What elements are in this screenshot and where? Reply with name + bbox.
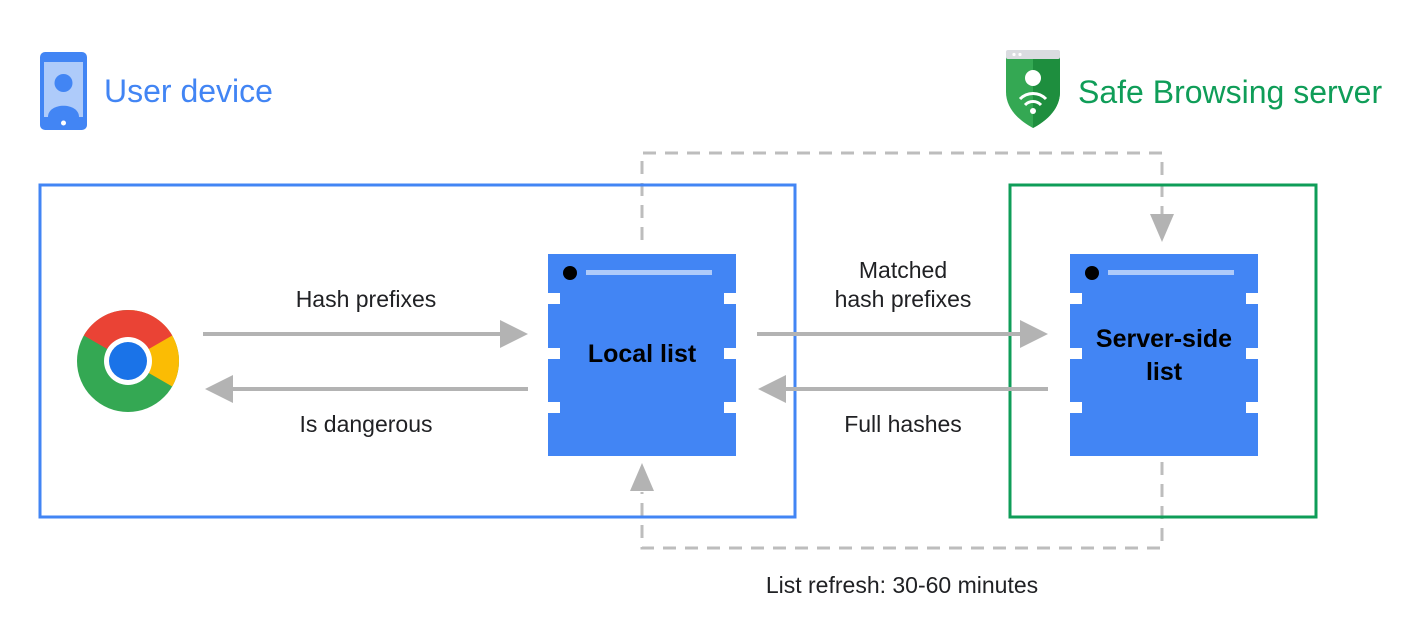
refresh-arrowhead-up [630, 463, 654, 491]
server-list-box [1070, 254, 1258, 456]
list-refresh-label: List refresh: 30-60 minutes [765, 572, 1039, 598]
arrow-hash-prefixes [203, 320, 528, 348]
full-hashes-label: Full hashes [844, 411, 962, 437]
local-list-label: Local list [587, 340, 697, 368]
server-container [1008, 183, 1318, 519]
shield-wifi-icon [1006, 50, 1060, 128]
server-list-label: Server-side list [1070, 323, 1258, 389]
hash-prefixes-label: Hash prefixes [295, 286, 437, 312]
arrow-full-hashes [758, 375, 1048, 403]
server-heading: Safe Browsing server [1078, 74, 1383, 110]
matched-prefixes-line2: hash prefixes [834, 286, 972, 312]
arrow-matched-prefixes [757, 320, 1048, 348]
server-list-label-line2: list [1145, 358, 1183, 386]
chrome-logo-icon [77, 309, 180, 412]
user-device-container [38, 183, 797, 519]
user-device-heading: User device [104, 73, 273, 109]
refresh-arrowhead-down [1150, 214, 1174, 242]
arrow-is-dangerous [205, 375, 528, 403]
server-list-label-line1: Server-side [1095, 325, 1233, 353]
matched-prefixes-line1: Matched [858, 257, 948, 283]
is-dangerous-label: Is dangerous [299, 411, 433, 437]
matched-prefixes-label: Matched hash prefixes [793, 256, 1013, 314]
phone-user-icon [40, 52, 87, 130]
local-list-box [548, 254, 736, 456]
